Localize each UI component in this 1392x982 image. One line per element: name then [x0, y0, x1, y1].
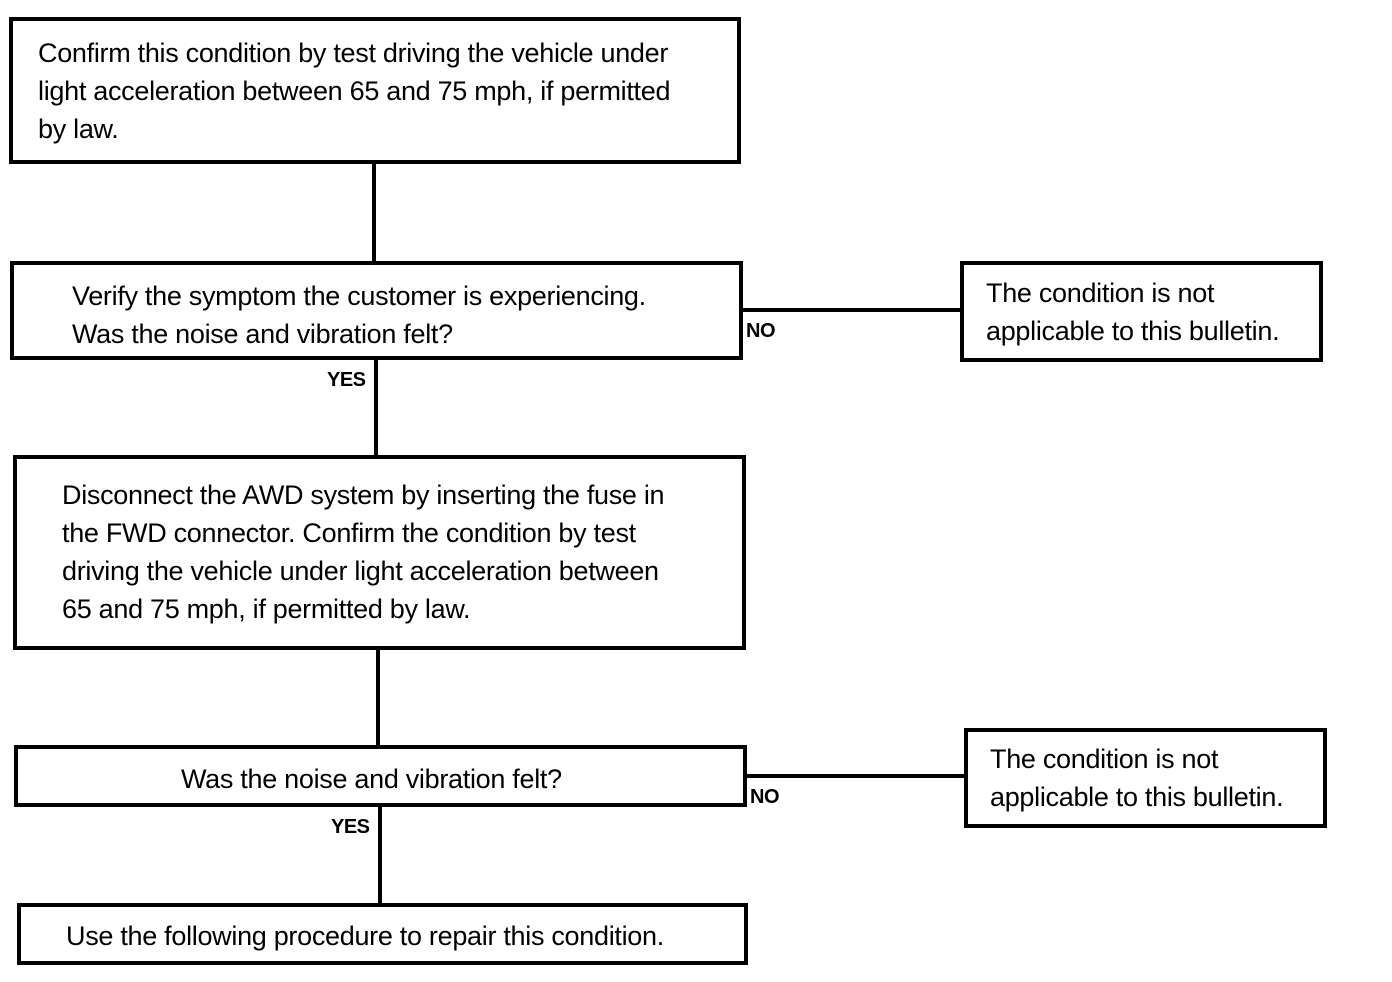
step-confirm-condition-box: Confirm this condition by test driving t… [9, 17, 741, 164]
result-not-applicable-text-1: The condition is not applicable to this … [986, 278, 1280, 346]
result-not-applicable-box-2: The condition is not applicable to this … [964, 728, 1327, 828]
connector-question1-to-step2 [374, 358, 378, 457]
question-verify-symptom-text: Verify the symptom the customer is exper… [72, 281, 646, 349]
branch-label-yes-1: YES [327, 369, 366, 391]
connector-question2-no [744, 774, 966, 778]
question-noise-felt-text: Was the noise and vibration felt? [181, 764, 562, 794]
question-verify-symptom-box: Verify the symptom the customer is exper… [10, 261, 743, 360]
step-disconnect-awd-text: Disconnect the AWD system by inserting t… [62, 480, 665, 624]
result-not-applicable-text-2: The condition is not applicable to this … [990, 744, 1284, 812]
connector-step1-to-question1 [372, 162, 376, 263]
connector-question2-to-final [378, 805, 382, 906]
branch-label-yes-2: YES [331, 816, 370, 838]
connector-question1-no [740, 308, 962, 312]
result-not-applicable-box-1: The condition is not applicable to this … [960, 261, 1323, 362]
final-repair-procedure-box: Use the following procedure to repair th… [17, 903, 748, 965]
branch-label-no-1: NO [746, 320, 776, 342]
branch-label-no-2: NO [750, 786, 780, 808]
step-disconnect-awd-box: Disconnect the AWD system by inserting t… [13, 455, 746, 650]
step-confirm-condition-text: Confirm this condition by test driving t… [38, 38, 671, 144]
final-repair-procedure-text: Use the following procedure to repair th… [66, 921, 664, 951]
connector-step2-to-question2 [376, 648, 380, 747]
question-noise-felt-box: Was the noise and vibration felt? [14, 745, 747, 807]
